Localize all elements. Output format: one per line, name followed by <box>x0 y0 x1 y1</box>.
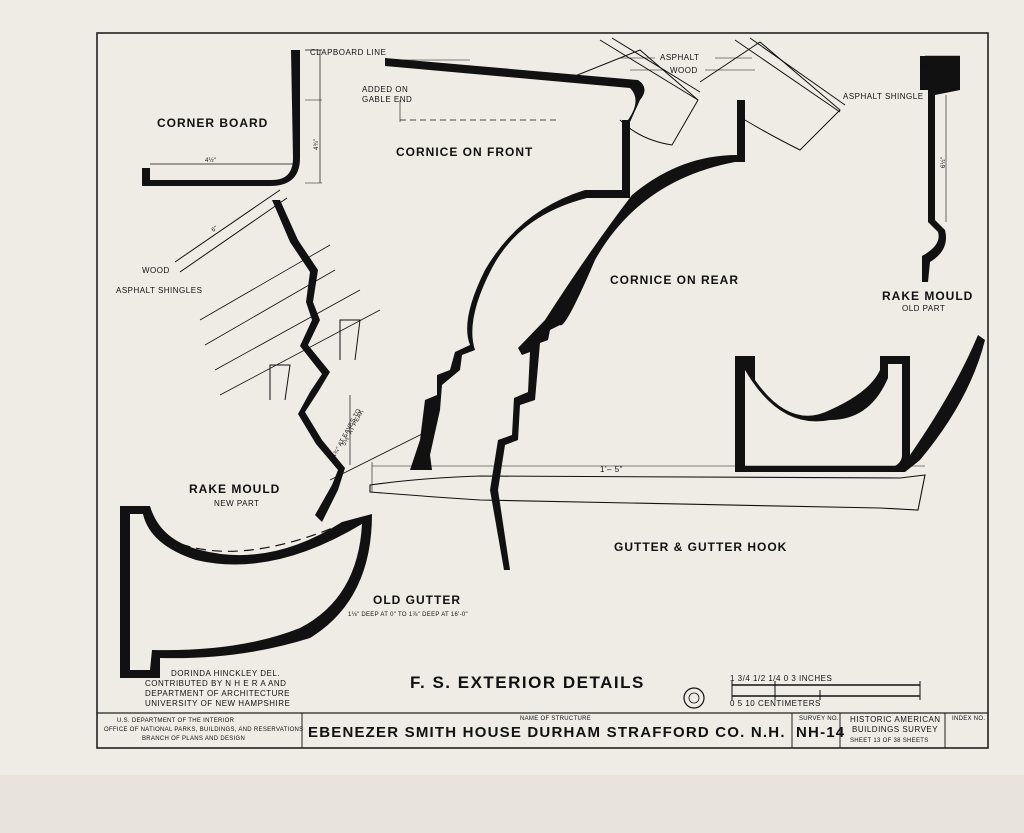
sheet-title: F. S. EXTERIOR DETAILS <box>410 673 645 692</box>
gutter-length-dim: 1'– 5" <box>600 465 623 474</box>
title-block <box>301 713 946 748</box>
added-label-2: GABLE END <box>362 95 412 104</box>
gutter-hook-title: GUTTER & GUTTER HOOK <box>614 540 787 554</box>
drafter-credit: DORINDA HINCKLEY DEL. <box>171 669 280 678</box>
contributor-line-2: DEPARTMENT OF ARCHITECTURE <box>145 689 290 698</box>
rake-new-title: RAKE MOULD <box>189 482 280 496</box>
index-caption: INDEX NO. <box>952 716 985 722</box>
sheet-info: SHEET 13 OF 38 SHEETS <box>850 738 929 744</box>
corner-board-title: CORNER BOARD <box>157 116 268 130</box>
corner-board-detail <box>142 49 322 186</box>
rake-old-subtitle: OLD PART <box>902 304 945 313</box>
cornice-front-title: CORNICE ON FRONT <box>396 145 533 159</box>
name-caption: NAME OF STRUCTURE <box>520 716 591 722</box>
added-label-1: ADDED ON <box>362 85 408 94</box>
contributor-line-3: UNIVERSITY OF NEW HAMPSHIRE <box>145 699 290 708</box>
scale-inches-label: 1 3/4 1/2 1/4 0 3 INCHES <box>730 674 832 683</box>
corner-dim-height: 4¾" <box>314 139 320 150</box>
wood-label: WOOD <box>670 66 698 75</box>
old-gutter-title: OLD GUTTER <box>373 593 461 607</box>
old-gutter-subtitle: 1⅛" DEEP AT 0" TO 1⅞" DEEP AT 16'-0" <box>348 612 468 618</box>
rake-new-subtitle: NEW PART <box>214 499 259 508</box>
habs-line-2: BUILDINGS SURVEY <box>852 725 938 734</box>
scale-bar <box>731 681 921 700</box>
clapboard-line-label: CLAPBOARD LINE <box>310 48 386 57</box>
wood-right-label: WOOD <box>920 63 948 72</box>
rake-dim: 6½" <box>940 157 947 168</box>
asphalt-shingles-label: ASPHALT SHINGLES <box>116 286 202 295</box>
structure-name: EBENEZER SMITH HOUSE DURHAM STRAFFORD CO… <box>308 724 786 741</box>
asphalt-label: ASPHALT <box>660 53 699 62</box>
scale-cm-label: 0 5 10 CENTIMETERS <box>730 699 821 708</box>
agency-line-3: BRANCH OF PLANS AND DESIGN <box>142 736 245 742</box>
habs-line-1: HISTORIC AMERICAN <box>850 715 941 724</box>
agency-line-2: OFFICE OF NATIONAL PARKS, BUILDINGS, AND… <box>104 727 304 733</box>
agency-line-1: U.S. DEPARTMENT OF THE INTERIOR <box>117 718 235 724</box>
rake-mould-old-profile <box>920 55 960 282</box>
north-seal-icon <box>683 687 705 709</box>
cornice-rear-title: CORNICE ON REAR <box>610 273 739 287</box>
survey-number: NH-14 <box>796 724 845 741</box>
cornice-front-profile <box>385 37 701 470</box>
survey-caption: SURVEY NO. <box>799 716 839 722</box>
rake-old-title: RAKE MOULD <box>882 289 973 303</box>
gutter-hook-profile <box>369 335 985 511</box>
asphalt-shingle-label: ASPHALT SHINGLE <box>843 92 924 101</box>
sheet-border <box>96 32 989 749</box>
contributor-line-1: CONTRIBUTED BY N H E R A AND <box>145 679 286 688</box>
wood-left-label: WOOD <box>142 266 170 275</box>
old-gutter-profile <box>120 506 372 678</box>
cornice-rear-profile <box>490 37 846 570</box>
six-dim: 6" <box>211 225 219 233</box>
rake-mould-new-profile <box>174 189 431 522</box>
corner-dim-width: 4½" <box>205 157 216 164</box>
